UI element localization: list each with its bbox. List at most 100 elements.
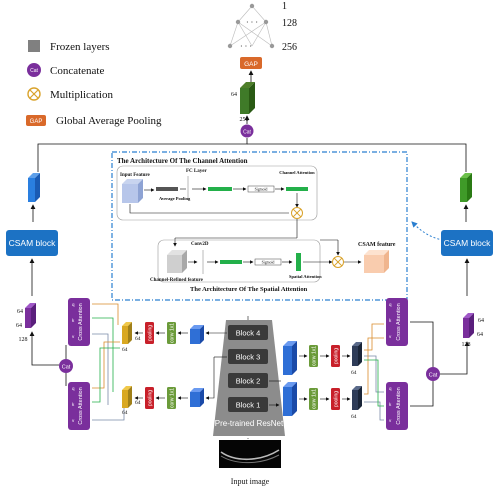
fc-dots-bottom: · · ·: [240, 42, 252, 51]
channel-attention-title: The Architecture Of The Channel Attentio…: [117, 157, 248, 165]
right-block1-cube: [283, 382, 297, 416]
legend-gap-badge: GAP: [30, 119, 43, 125]
right-feature-cube-top: [352, 342, 362, 366]
ca-input-cube: [122, 179, 143, 203]
csam-block-right-label: CSAM block: [444, 238, 492, 248]
fc-node-count-1: 1: [282, 1, 287, 12]
gap-block: [240, 57, 262, 69]
left-pooling-bottom-label: pooling: [148, 390, 154, 406]
sa-conv2d-label: Conv2D: [191, 242, 209, 247]
left-pooling-bottom: [145, 387, 154, 409]
gap-block-label: GAP: [244, 61, 258, 68]
fc-node-count-128: 128: [282, 18, 297, 29]
legend-multiplication-label: Multiplication: [50, 89, 113, 101]
left-dim-64d: 64: [122, 347, 128, 353]
left-k-bottom: k: [72, 402, 75, 407]
right-concat-cube: [463, 313, 474, 338]
right-cross-attention-bottom: [386, 382, 408, 430]
avg-pooling-bar: [156, 187, 178, 191]
block-3: [228, 349, 268, 364]
left-conv-bottom: [167, 387, 176, 409]
right-top-cube: [460, 173, 472, 202]
left-dim-64b: 64: [16, 323, 22, 329]
left-conv-bottom-label: conv 1x1: [170, 388, 176, 408]
right-conv-bottom: [309, 388, 318, 410]
left-q-top: q: [72, 302, 75, 307]
right-v-top: v: [389, 334, 392, 339]
left-block3-cube: [190, 388, 204, 407]
frozen-layers-swatch: [28, 40, 40, 52]
block-1: [228, 397, 268, 412]
left-dim-64e: 64: [135, 400, 141, 406]
fc-node-count-256: 256: [282, 42, 297, 53]
channel-attention-bar: [286, 187, 308, 191]
right-pooling-bottom: [331, 388, 340, 410]
left-block4-cube: [190, 325, 204, 344]
block-1-label: Block 1: [236, 401, 261, 410]
fc-dots-mid: · · ·: [246, 18, 258, 27]
left-q-bottom: q: [72, 386, 75, 391]
csam-block-left: [6, 230, 58, 256]
input-image-label: Input image: [231, 477, 270, 486]
backbone: Block 4 Block 3 Block 2 Block 1 Pre-trai…: [205, 316, 285, 486]
left-cross-top-label: Cross Attention: [78, 303, 84, 340]
spatial-attention-title: The Architecture Of The Spatial Attentio…: [190, 286, 308, 293]
legend: Frozen layers Cat Concatenate Multiplica…: [26, 40, 162, 127]
sa-sigmoid-box: [254, 258, 282, 266]
right-cross-top-label: Cross Attention: [396, 303, 402, 340]
left-feature-cube-bottom: [122, 386, 132, 408]
csam-feature-label: CSAM feature: [358, 242, 396, 248]
block-4-label: Block 4: [236, 329, 261, 338]
legend-frozen-label: Frozen layers: [50, 41, 110, 53]
left-concat-cube: [25, 303, 36, 328]
right-dim-128: 128: [462, 342, 471, 348]
right-cross-bottom-label: Cross Attention: [396, 387, 402, 424]
left-cat-node: [59, 359, 73, 373]
ca-sigmoid-box: [247, 185, 275, 193]
left-dim-64a: 64: [17, 309, 23, 315]
csam-detail-box: [111, 151, 408, 301]
sa-multiply-icon: [332, 256, 344, 268]
right-k-top: k: [389, 318, 392, 323]
left-top-cube: [28, 173, 40, 202]
csam-feature-cube: [364, 250, 389, 273]
right-dim-64a: 64: [478, 318, 484, 324]
csam-block-right: [441, 230, 493, 256]
block-3-label: Block 3: [236, 353, 261, 362]
sa-conv-bar: [220, 260, 242, 264]
top-cat-label: Cat: [243, 130, 251, 136]
right-conv-top-label: conv 1x1: [312, 346, 318, 366]
left-dim-128: 128: [19, 337, 28, 343]
right-conv-top: [309, 345, 318, 367]
top-cat-node: [240, 124, 254, 138]
left-cross-bottom-label: Cross Attention: [78, 387, 84, 424]
sa-output-label: Spatial Attention: [289, 274, 322, 279]
block-2-label: Block 2: [236, 377, 261, 386]
left-feature-cube-top: [122, 322, 132, 344]
right-conv-bottom-label: conv 1x1: [312, 389, 318, 409]
sa-sigmoid-label: Sigmoid: [262, 261, 275, 265]
left-branch: 64 64 128 Cat Cross Attention q k v Cros…: [16, 298, 204, 430]
channel-attention-panel: The Architecture Of The Channel Attentio…: [116, 157, 318, 221]
resnet-label: Pre-trained ResNet: [215, 419, 284, 428]
right-branch: conv 1x1 pooling 64 conv 1x1 pooling 64: [283, 298, 484, 430]
left-conv-top: [167, 322, 176, 344]
right-cross-attention-top: [386, 298, 408, 346]
left-dim-64c: 64: [135, 336, 141, 342]
block-4: [228, 325, 268, 340]
sa-channel-refined-label: Channel-Refined feature: [150, 278, 204, 283]
right-dim-64b: 64: [477, 332, 483, 338]
spatial-attention-panel: Conv2D Sigmoid Spatial Attention Channel…: [150, 239, 322, 283]
ca-fc-bar: [208, 187, 232, 191]
gap-swatch: [26, 115, 46, 126]
right-k-bottom: k: [389, 402, 392, 407]
legend-concatenate-label: Concatenate: [50, 65, 104, 77]
spatial-attention-bar: [296, 253, 301, 271]
right-pooling-bottom-label: pooling: [334, 391, 340, 407]
right-pooling-top: [331, 345, 340, 367]
left-dim-64f: 64: [122, 410, 128, 416]
legend-cat-badge: Cat: [30, 68, 38, 74]
left-pooling-top: [145, 322, 154, 344]
csam-block-left-label: CSAM block: [9, 238, 57, 248]
